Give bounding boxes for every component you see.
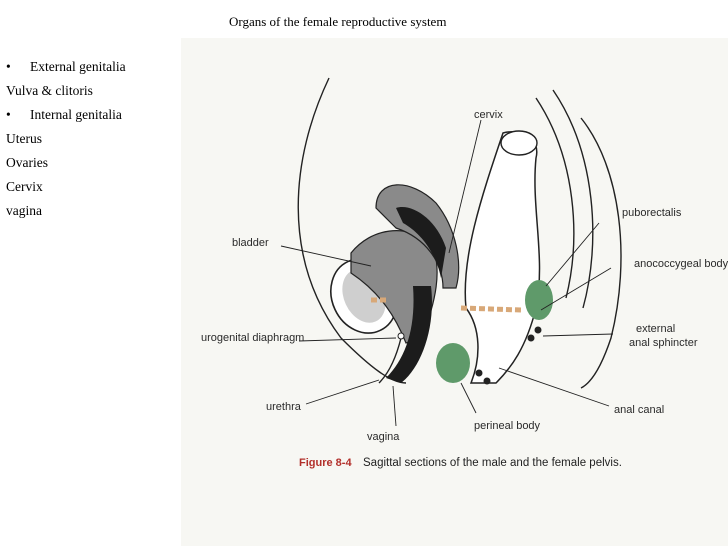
notes-list: • External genitalia Vulva & clitoris • In… <box>6 55 181 223</box>
label-anococcygeal-body: anococcygeal body <box>634 258 728 270</box>
list-item-text: Internal genitalia <box>30 107 122 122</box>
leader-perineal-body <box>460 382 477 414</box>
puborectalis-muscle <box>525 280 553 320</box>
rectum-lumen-top <box>500 130 538 156</box>
anatomy-figure: cervix puborectalis bladder anococcygeal… <box>181 38 728 546</box>
list-item-text: External genitalia <box>30 59 126 74</box>
sacrum-curve-outer <box>552 89 594 309</box>
label-puborectalis: puborectalis <box>622 207 682 219</box>
list-item-text: Ovaries <box>6 155 48 170</box>
list-item: Vulva & clitoris <box>6 79 181 103</box>
sphincter-dot <box>534 326 542 334</box>
label-bladder: bladder <box>232 237 269 249</box>
leader-cervix <box>448 119 482 254</box>
leader-urethra <box>305 379 380 405</box>
list-item-text: Uterus <box>6 131 42 146</box>
leader-anococcygeal-body <box>540 267 612 311</box>
label-perineal-body: perineal body <box>474 420 541 432</box>
label-urogenital-diaphragm: urogenital diaphragm <box>201 332 304 344</box>
sphincter-dot <box>483 377 491 385</box>
sphincter-dot <box>527 334 535 342</box>
leader-external-anal-sphincter <box>542 333 614 337</box>
list-item-text: Cervix <box>6 179 43 194</box>
list-item: Ovaries <box>6 151 181 175</box>
sacrum-curve <box>535 97 575 299</box>
list-item: • External genitalia <box>6 55 181 79</box>
body-outline-left <box>297 77 407 384</box>
body-outline-right <box>580 117 622 389</box>
list-item: vagina <box>6 199 181 223</box>
list-item: • Internal genitalia <box>6 103 181 127</box>
list-item: Cervix <box>6 175 181 199</box>
label-external-anal-sphincter-line2: anal sphincter <box>629 337 698 349</box>
leader-puborectalis <box>545 222 600 287</box>
label-external-anal-sphincter-line1: external <box>636 323 675 335</box>
list-item-text: vagina <box>6 203 42 218</box>
figure-caption-text: Sagittal sections of the male and the fe… <box>363 457 622 469</box>
perineal-body-tissue <box>436 343 470 383</box>
label-vagina: vagina <box>367 431 400 443</box>
rectum-shape <box>464 131 541 384</box>
urethra-tube <box>378 337 402 384</box>
leader-vagina <box>392 385 397 427</box>
urogenital-diaphragm-dot <box>397 332 405 340</box>
figure-caption-number: Figure 8-4 <box>299 457 352 469</box>
rectouterine-pouch <box>460 305 522 313</box>
slide-title: Organs of the female reproductive system <box>229 14 447 29</box>
sphincter-dot <box>475 369 483 377</box>
leader-urogenital-diaphragm <box>298 337 397 342</box>
leader-bladder <box>280 245 372 267</box>
label-cervix: cervix <box>474 109 503 121</box>
uterus-cavity <box>396 207 446 278</box>
label-urethra: urethra <box>266 401 302 413</box>
leader-anal-canal <box>498 367 610 407</box>
vaginal-canal <box>386 286 432 383</box>
list-item: Uterus <box>6 127 181 151</box>
list-item-text: Vulva & clitoris <box>6 83 93 98</box>
bullet-glyph: • <box>6 107 11 122</box>
pelvis-sagittal-section: cervix puborectalis bladder anococcygeal… <box>201 77 728 469</box>
bullet-glyph: • <box>6 59 11 74</box>
label-anal-canal: anal canal <box>614 404 664 416</box>
